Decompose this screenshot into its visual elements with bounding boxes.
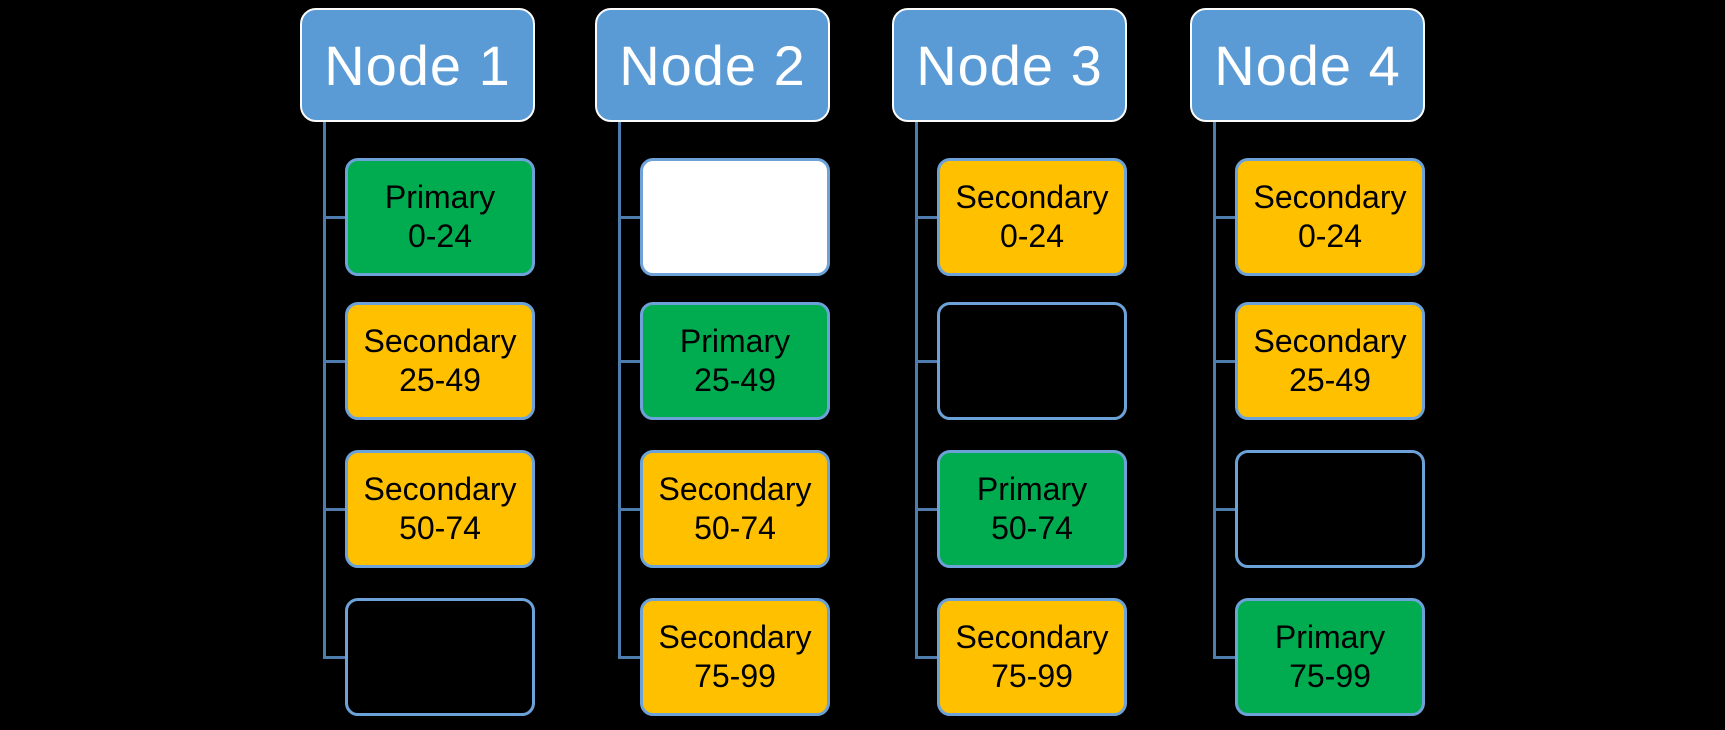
child-box: Primary 75-99	[1235, 598, 1425, 716]
child-label: Secondary	[363, 322, 517, 359]
connector-stub	[323, 216, 346, 219]
connector-stub	[618, 360, 641, 363]
node-header: Node 2	[595, 8, 830, 122]
connector-line	[323, 122, 326, 658]
node-header: Node 1	[300, 8, 535, 122]
connector-line	[915, 122, 918, 658]
child-label: Secondary	[658, 470, 812, 507]
child-box: Secondary 50-74	[345, 450, 535, 568]
connector-stub	[1213, 216, 1236, 219]
child-label: Primary	[679, 322, 791, 359]
child-label: Secondary	[658, 618, 812, 655]
child-label: Primary	[976, 470, 1088, 507]
child-box: Secondary 75-99	[937, 598, 1127, 716]
child-box: Secondary 0-24	[937, 158, 1127, 276]
connector-stub	[1213, 508, 1236, 511]
node-header: Node 4	[1190, 8, 1425, 122]
child-range: 75-99	[991, 658, 1073, 694]
child-range: 50-74	[991, 510, 1073, 546]
connector-stub	[915, 656, 938, 659]
child-label: Secondary	[363, 470, 517, 507]
child-range: 25-49	[1289, 362, 1371, 398]
child-box: Secondary 75-99	[640, 598, 830, 716]
child-range: 75-99	[694, 658, 776, 694]
child-range: 50-74	[694, 510, 776, 546]
child-box: Secondary 25-49	[345, 302, 535, 420]
child-range: 75-99	[1289, 658, 1371, 694]
connector-stub	[915, 360, 938, 363]
child-range: 50-74	[399, 510, 481, 546]
node-column-1: Node 1 Primary 0-24 Secondary 25-49 Seco…	[300, 0, 535, 730]
child-range: 0-24	[999, 218, 1065, 254]
connector-line	[618, 122, 621, 658]
node-header: Node 3	[892, 8, 1127, 122]
child-box: Secondary 0-24	[1235, 158, 1425, 276]
child-box	[1235, 450, 1425, 568]
node-column-3: Node 3 Secondary 0-24 Primary 50-74 Seco…	[892, 0, 1127, 730]
connector-stub	[323, 508, 346, 511]
connector-line	[1213, 122, 1216, 658]
child-box: Secondary 50-74	[640, 450, 830, 568]
child-box	[937, 302, 1127, 420]
connector-stub	[915, 508, 938, 511]
child-range: 0-24	[407, 218, 473, 254]
child-box: Primary 0-24	[345, 158, 535, 276]
connector-stub	[323, 656, 346, 659]
child-label: Primary	[1274, 618, 1386, 655]
connector-stub	[1213, 360, 1236, 363]
connector-stub	[618, 656, 641, 659]
child-label: Secondary	[955, 178, 1109, 215]
child-range: 25-49	[694, 362, 776, 398]
child-box: Secondary 25-49	[1235, 302, 1425, 420]
node-column-2: Node 2 Primary 25-49 Secondary 50-74 Sec…	[595, 0, 830, 730]
child-box	[640, 158, 830, 276]
child-box	[345, 598, 535, 716]
child-box: Primary 50-74	[937, 450, 1127, 568]
child-label: Primary	[384, 178, 496, 215]
node-column-4: Node 4 Secondary 0-24 Secondary 25-49 Pr…	[1190, 0, 1425, 730]
child-label: Secondary	[1253, 322, 1407, 359]
child-box: Primary 25-49	[640, 302, 830, 420]
child-range: 0-24	[1297, 218, 1363, 254]
connector-stub	[618, 216, 641, 219]
connector-stub	[1213, 656, 1236, 659]
child-label: Secondary	[955, 618, 1109, 655]
connector-stub	[618, 508, 641, 511]
connector-stub	[915, 216, 938, 219]
connector-stub	[323, 360, 346, 363]
child-range: 25-49	[399, 362, 481, 398]
child-label: Secondary	[1253, 178, 1407, 215]
